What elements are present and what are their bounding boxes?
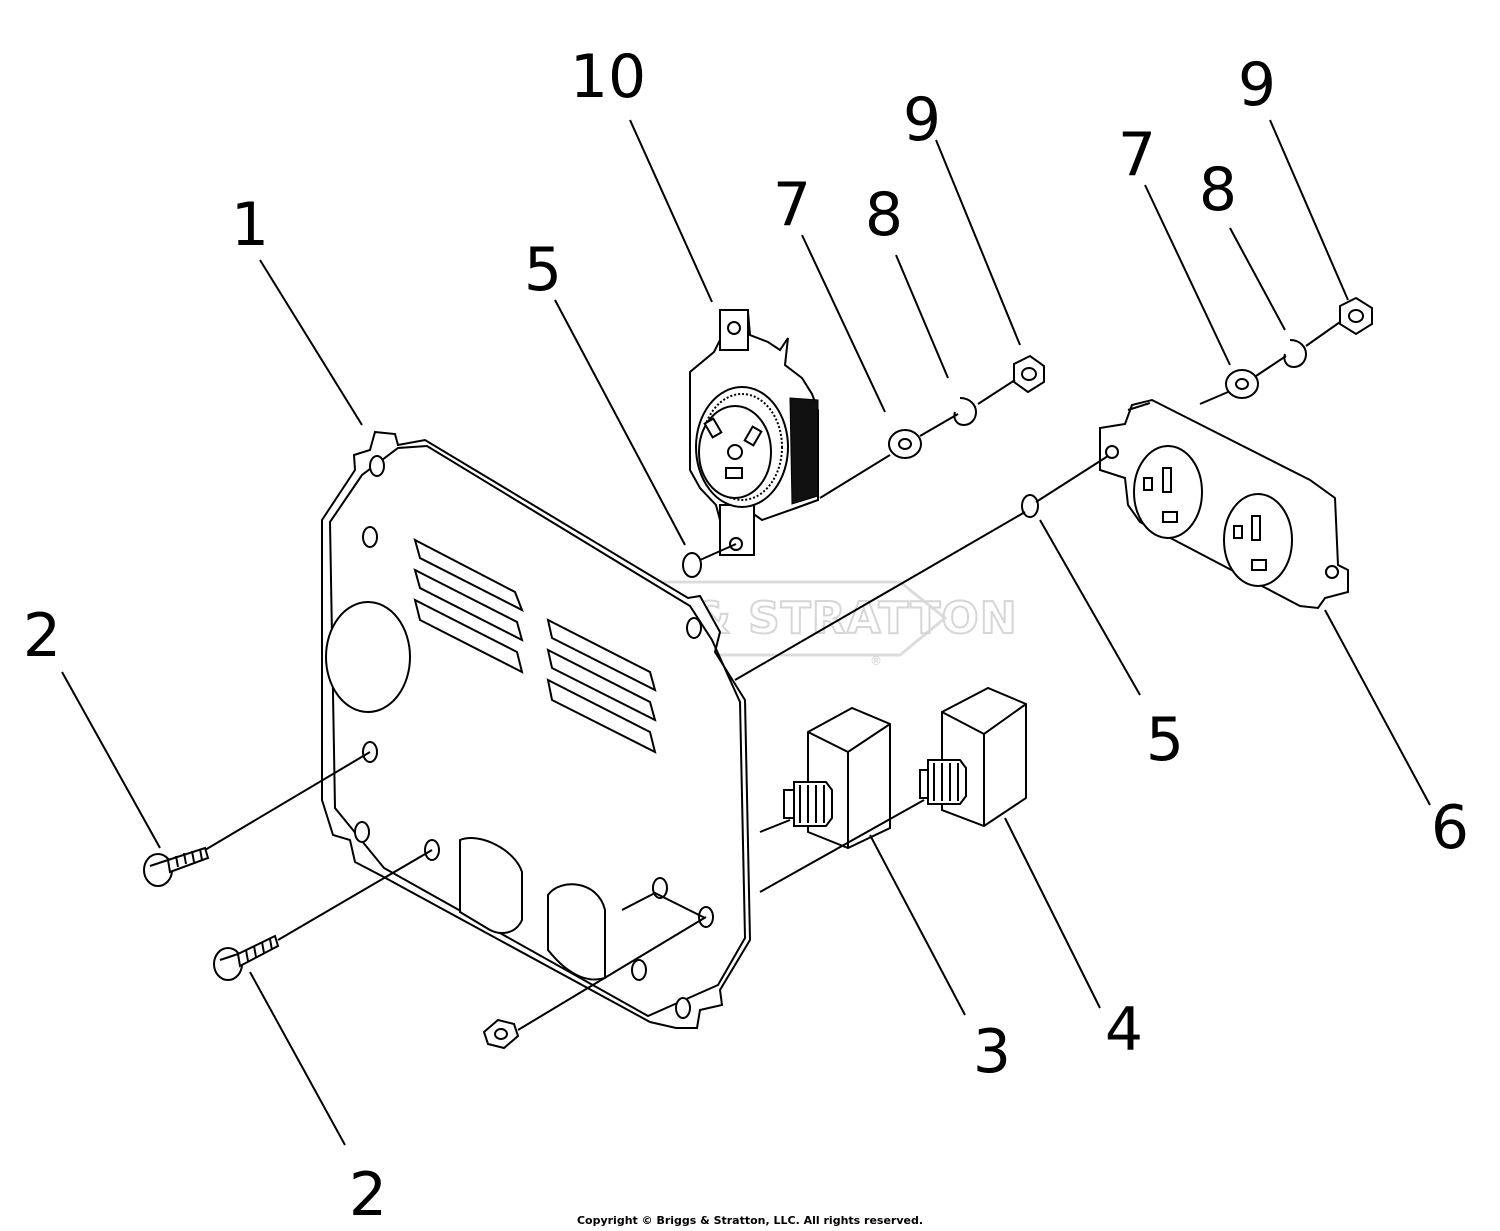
hex-nut-lower (482, 1018, 520, 1050)
callout-2-upper: 2 (23, 601, 61, 671)
circuit-breaker-3 (783, 706, 891, 850)
hex-nut-9-left (1013, 354, 1045, 394)
callout-labels: 10 9 9 7 7 8 8 1 5 5 2 2 6 3 4 (23, 42, 1469, 1230)
callout-9-left: 9 (903, 85, 941, 155)
twist-lock-receptacle (689, 309, 819, 556)
o-ring-5-left (682, 552, 702, 578)
lock-washer-8-left (953, 397, 978, 427)
control-panel-plate (321, 430, 752, 1029)
callout-3: 3 (973, 1017, 1011, 1087)
screw-upper (143, 846, 210, 887)
o-ring-5-right (1021, 494, 1039, 518)
callout-6: 6 (1431, 793, 1469, 863)
circuit-breaker-4 (919, 686, 1027, 828)
callout-10: 10 (570, 42, 646, 112)
assembly-lines (204, 321, 1341, 1031)
flat-washer-7-right (1225, 369, 1259, 399)
callout-5-left: 5 (524, 235, 562, 305)
callout-5-right: 5 (1146, 705, 1184, 775)
leader-lines (61, 119, 1431, 1146)
watermark-registered-mark: ® (870, 654, 882, 668)
callout-7-right: 7 (1118, 120, 1156, 190)
callout-7-left: 7 (773, 170, 811, 240)
hex-nut-9-right (1339, 296, 1373, 336)
flat-washer-7-left (888, 429, 922, 459)
callout-9-right: 9 (1238, 50, 1276, 120)
screw-lower (213, 934, 280, 981)
copyright-notice: Copyright © Briggs & Stratton, LLC. All … (576, 1214, 924, 1227)
callout-2-lower: 2 (349, 1160, 387, 1230)
duplex-receptacle (1099, 398, 1349, 610)
callout-4: 4 (1105, 995, 1143, 1065)
callout-8-left: 8 (865, 180, 903, 250)
callout-8-right: 8 (1199, 155, 1237, 225)
lock-washer-8-right (1283, 339, 1308, 369)
callout-1: 1 (231, 190, 269, 260)
